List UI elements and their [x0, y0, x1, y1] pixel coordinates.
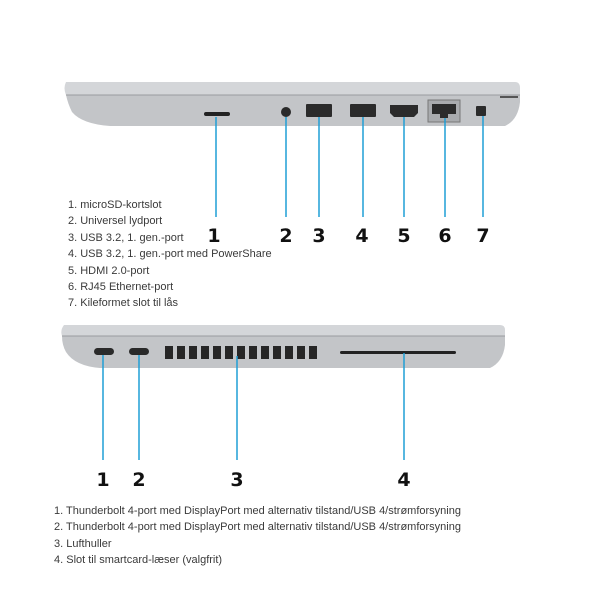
usb-a-port-2 — [350, 104, 376, 117]
callout-number: 3 — [312, 225, 326, 247]
list-item: 5. HDMI 2.0-port — [68, 264, 150, 277]
lock-slot — [476, 106, 486, 116]
list-item: 1. Thunderbolt 4-port med DisplayPort me… — [54, 505, 461, 517]
audio-jack — [281, 107, 291, 117]
callout-number: 2 — [132, 469, 146, 491]
list-item: 2. Thunderbolt 4-port med DisplayPort me… — [54, 521, 461, 534]
top-port-list: 1. microSD-kortslot 2. Universel lydport… — [68, 197, 272, 312]
callout-number: 4 — [397, 469, 411, 491]
usb-a-port-1 — [306, 104, 332, 117]
bottom-callout-lines — [102, 353, 405, 460]
list-item: 4. Slot til smartcard-læser (valgfrit) — [54, 554, 223, 567]
list-item: 6. RJ45 Ethernet-port — [68, 280, 174, 293]
callout-number: 1 — [207, 225, 221, 247]
thunderbolt-port-2 — [129, 348, 149, 355]
microsd-slot — [204, 112, 230, 116]
top-callout-lines — [215, 116, 484, 217]
callout-number: 1 — [96, 469, 110, 491]
list-item: 1. microSD-kortslot — [68, 199, 162, 211]
callout-number: 5 — [397, 225, 411, 247]
laptop-left-side — [64, 82, 520, 126]
list-item: 3. Lufthuller — [54, 537, 112, 550]
list-item: 7. Kileformet slot til lås — [68, 297, 179, 310]
laptop-right-side — [61, 325, 505, 368]
smartcard-slot — [340, 351, 456, 354]
air-vents — [165, 346, 317, 359]
list-item: 3. USB 3.2, 1. gen.-port — [68, 231, 184, 244]
callout-number: 7 — [476, 225, 490, 247]
thunderbolt-port-1 — [94, 348, 114, 355]
callout-number: 6 — [438, 225, 452, 247]
callout-number: 4 — [355, 225, 369, 247]
callout-number: 3 — [230, 469, 244, 491]
hdmi-port — [390, 105, 418, 117]
list-item: 2. Universel lydport — [68, 215, 163, 228]
bottom-port-list: 1. Thunderbolt 4-port med DisplayPort me… — [54, 503, 461, 569]
callout-number: 2 — [279, 225, 293, 247]
list-item: 4. USB 3.2, 1. gen.-port med PowerShare — [68, 248, 272, 261]
